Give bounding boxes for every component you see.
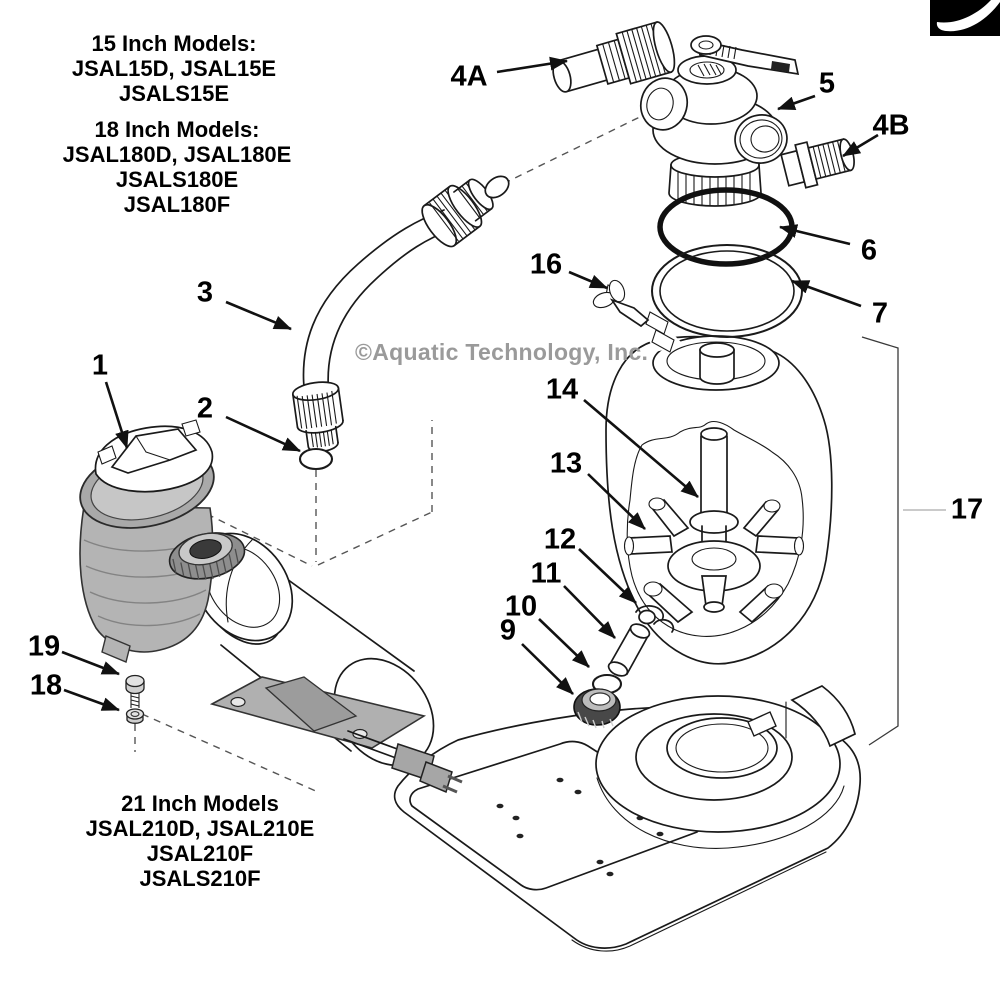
callout-arrow-1 bbox=[104, 381, 129, 449]
callout-label-3: 3 bbox=[196, 276, 214, 309]
corner-logo bbox=[930, 0, 1000, 36]
model-list-line: JSAL180D, JSAL180E bbox=[62, 142, 292, 167]
callout-arrow-7 bbox=[791, 279, 862, 308]
callout-label-16: 16 bbox=[529, 248, 563, 281]
valve-handle-drawing bbox=[690, 35, 800, 76]
bolt-19-drawing bbox=[125, 674, 145, 708]
multiport-valve-drawing bbox=[639, 35, 800, 207]
callout-arrow-4B bbox=[842, 133, 879, 158]
valve-left-port bbox=[639, 77, 689, 131]
drain-fitting-stack bbox=[573, 609, 656, 729]
strainer-lid-drawing bbox=[94, 419, 214, 493]
callout-label-12: 12 bbox=[543, 523, 577, 556]
callout-arrow-13 bbox=[587, 473, 646, 530]
watermark-text: ©Aquatic Technology, Inc. bbox=[355, 339, 649, 365]
callout-arrow-6 bbox=[779, 224, 851, 246]
callout-label-1: 1 bbox=[91, 349, 109, 382]
callout-label-9: 9 bbox=[499, 614, 517, 647]
model-list-line: JSAL180F bbox=[123, 192, 231, 217]
callout-arrow-10 bbox=[538, 618, 590, 668]
callout-label-17: 17 bbox=[950, 493, 984, 526]
callout-arrow-11 bbox=[563, 585, 616, 639]
callout-arrow-2 bbox=[225, 415, 301, 453]
callout-label-5: 5 bbox=[818, 67, 836, 100]
drain-tube-11-drawing bbox=[607, 623, 651, 677]
callout-arrow-18 bbox=[63, 688, 120, 712]
lateral-assembly-drawing bbox=[623, 497, 805, 624]
standpipe-drawing bbox=[689, 427, 739, 549]
model-list-line: JSAL15D, JSAL15E bbox=[71, 56, 277, 81]
model-list-line: 21 Inch Models bbox=[121, 791, 279, 816]
model-list-line: JSALS15E bbox=[118, 81, 230, 106]
callout-label-7: 7 bbox=[871, 297, 889, 330]
callout-label-10: 10 bbox=[504, 590, 538, 623]
callout-arrows-layer bbox=[61, 56, 946, 712]
model-list-line: JSAL210F bbox=[146, 841, 254, 866]
drain-cap-9-drawing bbox=[573, 688, 621, 729]
adapter-4b-drawing bbox=[780, 138, 855, 189]
model-list-line: 18 Inch Models: bbox=[94, 117, 260, 142]
callout-arrow-3 bbox=[225, 300, 292, 331]
hose-upper-nut-drawing bbox=[421, 178, 494, 248]
callout-arrow-16 bbox=[568, 270, 608, 290]
filter-base-drawing bbox=[393, 684, 866, 952]
model-list-line: JSALS180E bbox=[115, 167, 239, 192]
callout-label-13: 13 bbox=[549, 447, 583, 480]
callout-arrow-4A bbox=[496, 56, 568, 74]
drain-plug-16-drawing bbox=[592, 279, 650, 328]
pad-mounting-holes bbox=[496, 777, 664, 877]
hose-drawing bbox=[291, 175, 510, 471]
model-list-line: JSAL210D, JSAL210E bbox=[85, 816, 315, 841]
pump-assembly-drawing bbox=[79, 419, 463, 794]
oring-2-drawing bbox=[298, 447, 334, 471]
callout-arrow-19 bbox=[61, 650, 120, 676]
assembly-guide-dashes bbox=[134, 111, 651, 793]
tank-neck bbox=[652, 335, 780, 391]
callout-arrow-9 bbox=[521, 643, 574, 695]
callout-arrow-5 bbox=[777, 94, 816, 111]
callout-label-2: 2 bbox=[196, 392, 214, 425]
valve-washer-drawing bbox=[484, 175, 510, 199]
callout-arrow-12 bbox=[578, 548, 637, 604]
callout-label-19: 19 bbox=[27, 630, 61, 663]
tank-seat-collar bbox=[595, 684, 866, 849]
oring-12-drawing bbox=[638, 609, 656, 625]
motor-bracket-drawing bbox=[209, 676, 427, 749]
hose-lower-nut-drawing bbox=[291, 381, 344, 453]
callout-label-4A: 4A bbox=[450, 60, 488, 93]
callout-label-6: 6 bbox=[860, 234, 878, 267]
callout-17-bracket bbox=[861, 336, 899, 746]
discharge-port-drawing bbox=[168, 532, 246, 580]
model-list-line: 15 Inch Models: bbox=[91, 31, 257, 56]
nut-18-drawing bbox=[125, 708, 145, 724]
valve-right-port bbox=[734, 114, 788, 164]
valve-top-cap bbox=[677, 55, 737, 85]
model-list-line: JSALS210F bbox=[139, 866, 261, 891]
callout-label-14: 14 bbox=[545, 373, 579, 406]
callout-arrow-14 bbox=[583, 399, 699, 498]
clamp-ring-7-drawing bbox=[636, 244, 803, 353]
callout-label-11: 11 bbox=[530, 557, 562, 590]
filter-tank-drawing bbox=[605, 335, 833, 665]
power-cord-plug-drawing bbox=[343, 730, 463, 794]
callout-label-4B: 4B bbox=[872, 109, 910, 142]
callout-label-18: 18 bbox=[29, 669, 63, 702]
